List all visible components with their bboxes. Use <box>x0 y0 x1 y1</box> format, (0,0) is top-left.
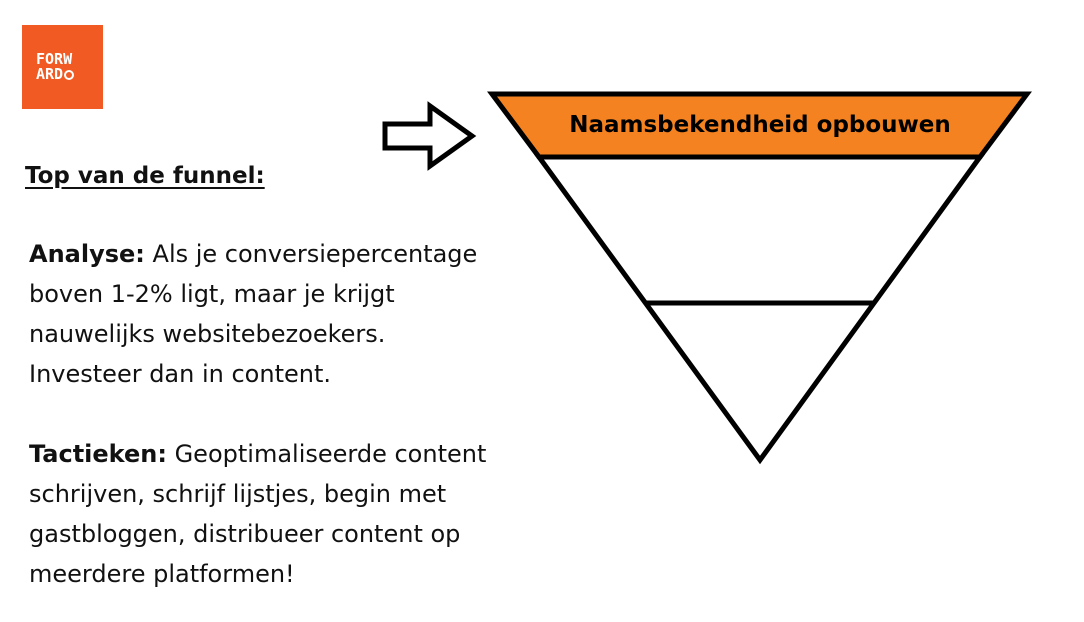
right-arrow-outline-icon <box>382 101 477 171</box>
funnel-top-stage-label: Naamsbekendheid opbouwen <box>569 112 951 138</box>
logo-text-line2: ARD <box>36 65 75 83</box>
section-heading: Top van de funnel: <box>25 163 265 189</box>
tactieken-text-1: Geoptimaliseerde content <box>166 440 487 468</box>
analyse-line-1: Analyse: Als je conversiepercentage <box>29 234 549 274</box>
logo-text-line2-letters: ARD <box>36 65 64 83</box>
tactieken-line-1: Tactieken: Geoptimaliseerde content <box>29 434 549 474</box>
play-icon <box>64 69 75 80</box>
analyse-paragraph: Analyse: Als je conversiepercentage bove… <box>29 234 549 394</box>
analyse-label: Analyse: <box>29 240 145 268</box>
tactieken-line-3: gastbloggen, distribueer content op <box>29 520 461 548</box>
forward-logo: FORW ARD <box>22 25 103 109</box>
tactieken-line-4: meerdere platformen! <box>29 560 295 588</box>
logo-text-line1: FORW <box>36 50 73 68</box>
tactieken-paragraph: Tactieken: Geoptimaliseerde content schr… <box>29 434 549 594</box>
analyse-text-1: Als je conversiepercentage <box>144 240 478 268</box>
analyse-line-4: Investeer dan in content. <box>29 360 332 388</box>
tactieken-label: Tactieken: <box>29 440 167 468</box>
analyse-line-3: nauwelijks websitebezoekers. <box>29 320 386 348</box>
tactieken-line-2: schrijven, schrijf lijstjes, begin met <box>29 480 447 508</box>
funnel-body <box>534 154 985 465</box>
analyse-line-2: boven 1-2% ligt, maar je krijgt <box>29 280 395 308</box>
